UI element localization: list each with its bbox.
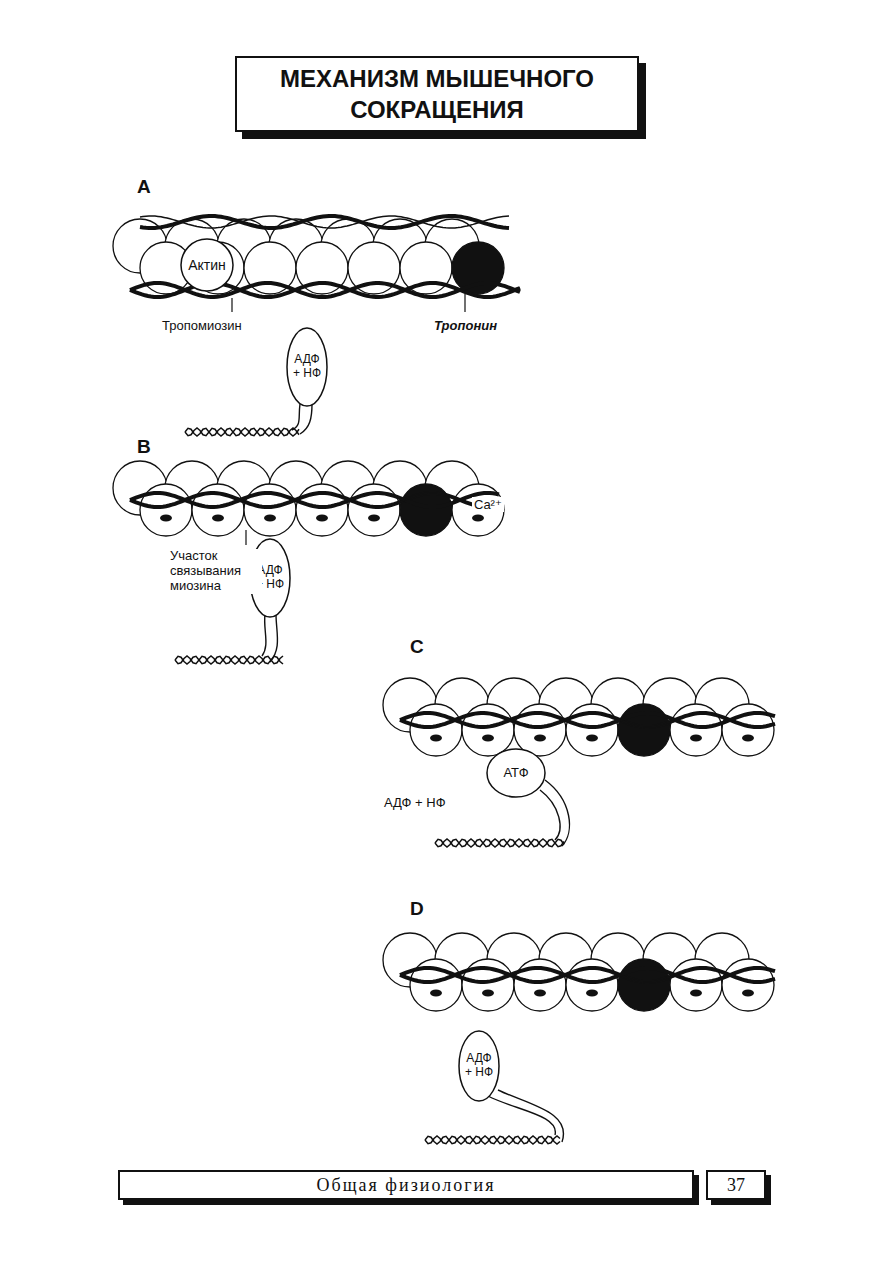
panel-letter: A	[137, 176, 151, 198]
part-label: Тропомиозин	[160, 318, 244, 333]
binding-site	[586, 735, 598, 742]
binding-site	[482, 735, 494, 742]
myosin-head: АДФ + НФ	[458, 1030, 500, 1102]
actin-monomer	[722, 704, 774, 756]
binding-site	[264, 515, 276, 522]
binding-site	[160, 515, 172, 522]
binding-site	[742, 735, 754, 742]
leader-line	[231, 298, 232, 312]
node-text: Актин	[188, 257, 226, 273]
leader-line	[464, 294, 465, 312]
footer-text: 37	[727, 1175, 745, 1196]
part-label: Тропонин	[432, 318, 499, 333]
footer-box: 37	[706, 1170, 766, 1200]
myosin-neck	[540, 790, 560, 840]
title: МЕХАНИЗМ МЫШЕЧНОГО СОКРАЩЕНИЯ	[245, 63, 629, 125]
product-label: АДФ + НФ	[384, 795, 446, 810]
myosin-tail	[175, 656, 283, 664]
outline-shape	[287, 328, 327, 406]
binding-site	[534, 735, 546, 742]
myosin-tail	[175, 656, 283, 664]
binding-site	[472, 515, 484, 522]
binding-site	[316, 515, 328, 522]
tropomyosin-strand	[130, 493, 499, 507]
myosin-neck	[262, 614, 266, 656]
actin-monomer	[452, 484, 504, 536]
node-text: АТФ	[503, 766, 528, 781]
myosin-tail	[435, 839, 564, 847]
outline-shape	[459, 1031, 499, 1101]
tropomyosin-strand	[400, 713, 775, 727]
binding-site	[368, 515, 380, 522]
tropomyosin-strand	[130, 283, 520, 297]
actin-circle: Актин	[180, 238, 234, 292]
myosin-tail	[425, 1136, 560, 1144]
binding-site	[742, 990, 754, 997]
binding-site	[430, 990, 442, 997]
outline-shape	[487, 749, 545, 797]
tropomyosin-strand	[140, 216, 509, 228]
myosin-head: АТФ	[486, 748, 546, 798]
panel-letter: D	[410, 898, 424, 920]
footer-text: Общая физиология	[317, 1175, 496, 1196]
myosin-neck	[488, 1096, 555, 1135]
myosin-head: АДФ + НФ	[286, 327, 328, 407]
tropomyosin-strand	[140, 216, 509, 228]
node-text: АДФ + НФ	[462, 1052, 496, 1080]
tropomyosin-strand	[400, 968, 775, 982]
myosin-neck	[270, 614, 278, 662]
myosin-neck	[498, 1090, 564, 1142]
tropomyosin-strand	[400, 713, 775, 727]
tropomyosin-strand	[400, 968, 775, 982]
ion-label: Ca²⁺	[472, 497, 504, 512]
panel-letter: C	[410, 636, 424, 658]
binding-site	[690, 990, 702, 997]
tropomyosin-strand	[130, 283, 520, 297]
outline-shape	[181, 239, 233, 291]
myosin-neck	[300, 404, 312, 434]
binding-site	[482, 990, 494, 997]
actin-monomer	[722, 959, 774, 1011]
panel-letter: B	[137, 436, 151, 458]
myosin-tail	[185, 428, 299, 436]
troponin	[452, 242, 504, 294]
myosin-tail	[425, 1136, 560, 1144]
tropomyosin-strand	[400, 968, 775, 982]
myosin-tail	[185, 428, 299, 436]
leader-line	[245, 530, 246, 545]
footer-box: Общая физиология	[118, 1170, 694, 1200]
binding-site	[212, 515, 224, 522]
node-text: АДФ + НФ	[290, 353, 324, 381]
tropomyosin-strand	[130, 493, 499, 507]
myosin-tail	[435, 839, 564, 847]
binding-site	[690, 735, 702, 742]
binding-site	[430, 735, 442, 742]
binding-site	[586, 990, 598, 997]
myosin-neck	[545, 780, 569, 846]
title-box: МЕХАНИЗМ МЫШЕЧНОГО СОКРАЩЕНИЯ	[235, 56, 639, 132]
tropomyosin-strand	[400, 713, 775, 727]
tropomyosin-strand	[130, 493, 499, 507]
myosin-neck	[292, 404, 300, 430]
binding-site	[534, 990, 546, 997]
tropomyosin-strand	[130, 283, 520, 297]
part-label: Участок связывания миозина	[168, 549, 262, 594]
